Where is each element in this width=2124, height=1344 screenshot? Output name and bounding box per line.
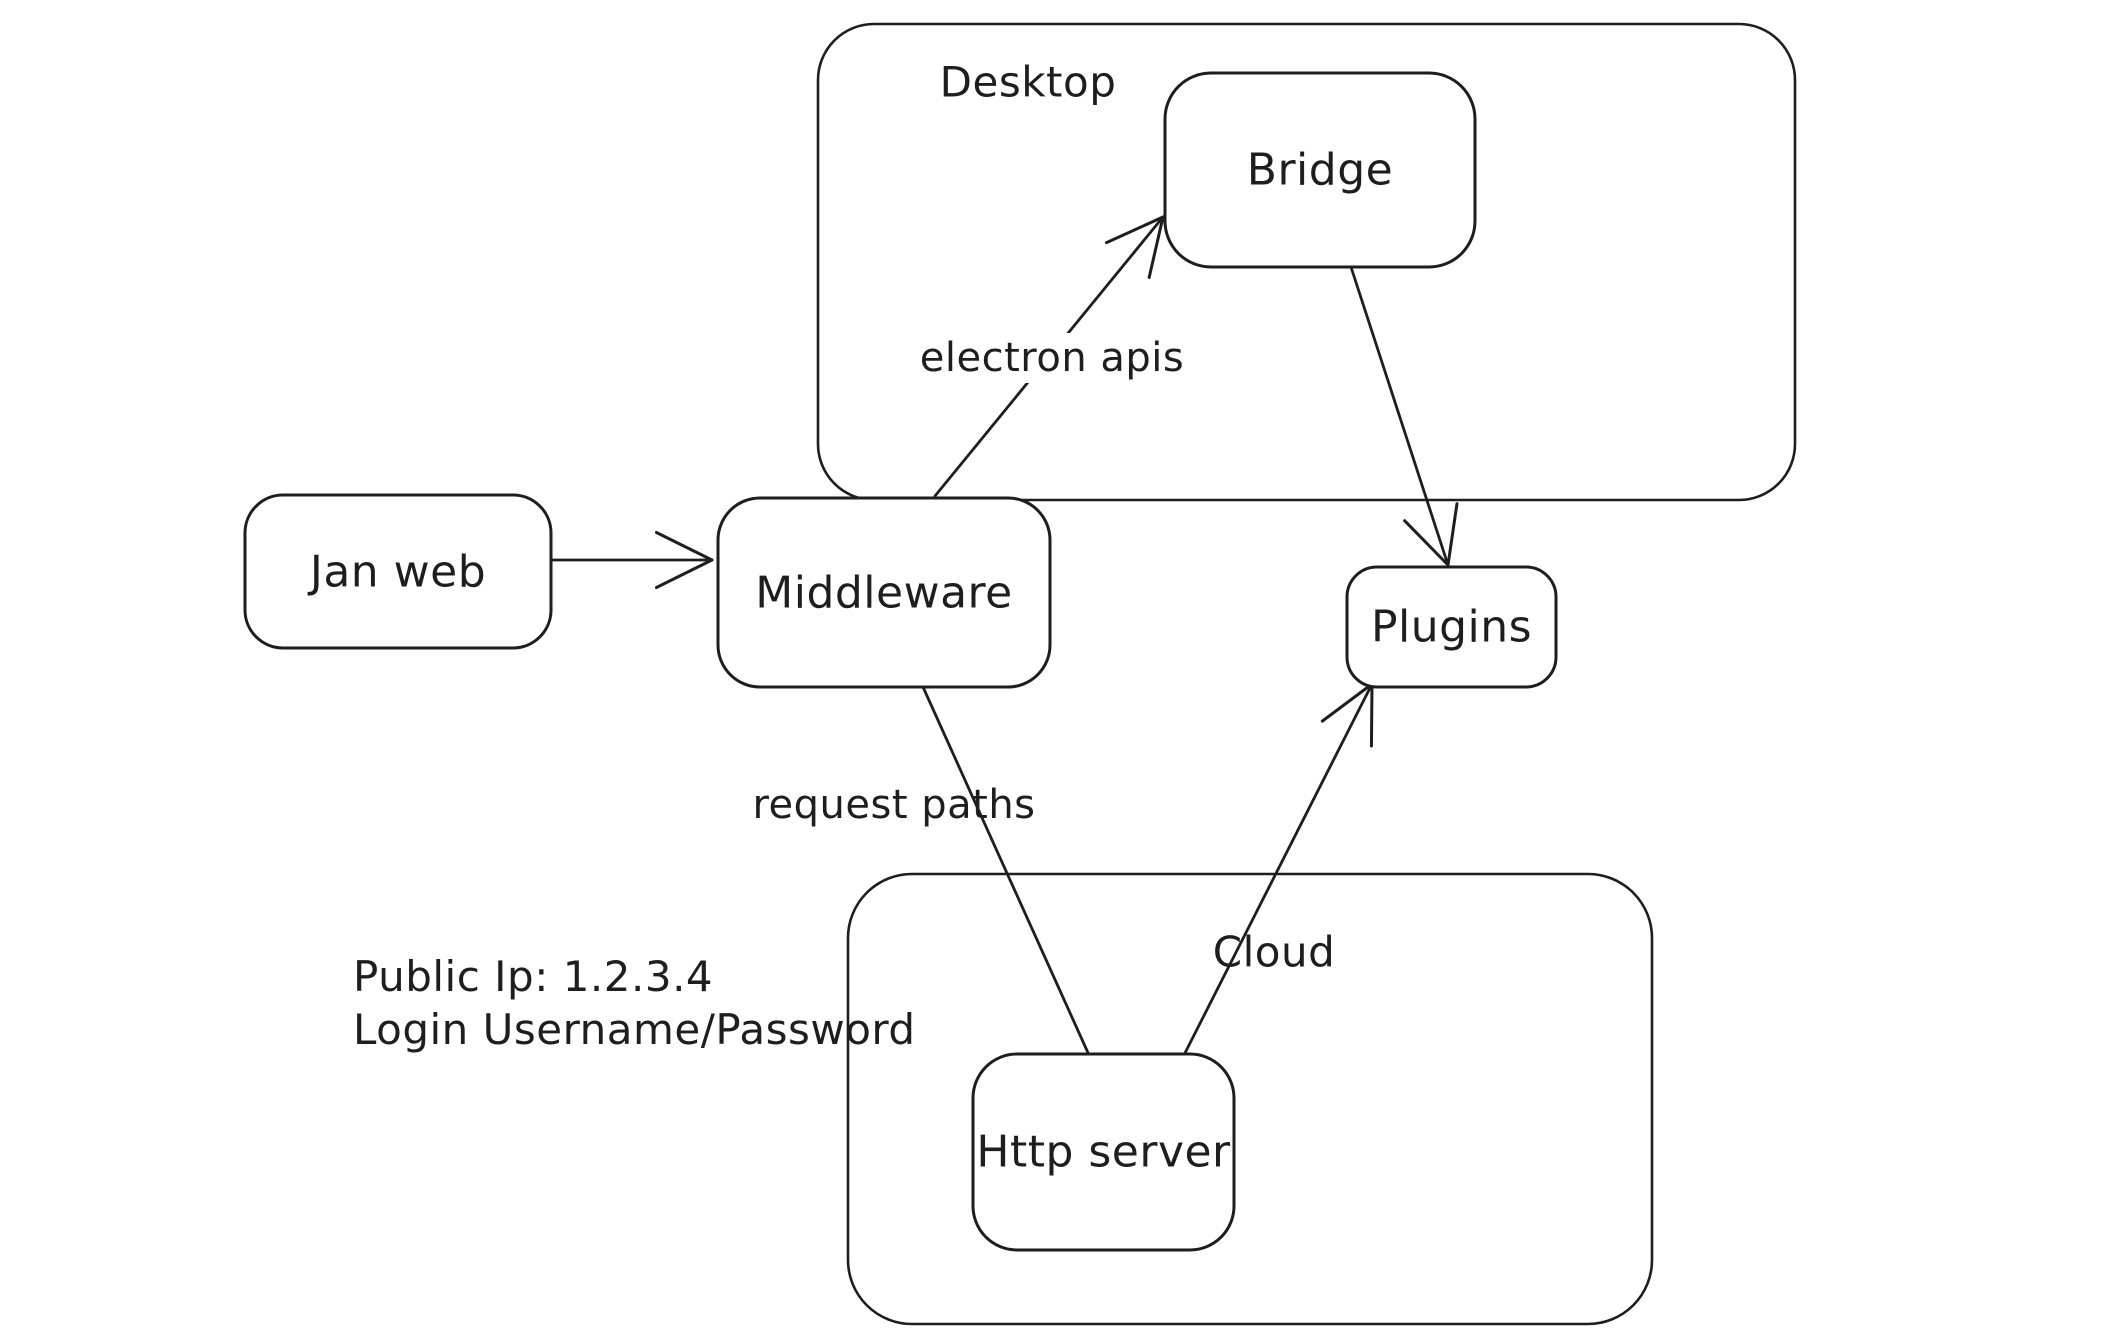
public-ip-text: Public Ip: 1.2.3.4 — [353, 952, 714, 1001]
credentials-note[interactable]: Public Ip: 1.2.3.4 Login Username/Passwo… — [353, 950, 916, 1056]
bridge-to-plugins-connector[interactable] — [1348, 262, 1450, 567]
janweb-to-middleware-arrowhead-icon — [654, 530, 714, 590]
jan-web-label[interactable]: Jan web — [309, 546, 487, 597]
plugins-label[interactable]: Plugins — [1370, 601, 1533, 653]
cloud-container-label[interactable]: Cloud — [1212, 927, 1336, 977]
login-credentials-text: Login Username/Password — [353, 1005, 916, 1054]
middleware-to-httpserver-label[interactable]: request paths — [752, 782, 1036, 828]
middleware-to-bridge-arrowhead-icon — [1105, 215, 1165, 279]
cloud-container[interactable] — [846, 872, 1654, 1326]
bridge-label[interactable]: Bridge — [1246, 144, 1394, 196]
plugins-box[interactable] — [1345, 565, 1558, 689]
httpserver-to-plugins-connector[interactable] — [1183, 682, 1374, 1055]
middleware-to-bridge-label[interactable]: electron apis — [909, 333, 1195, 383]
bridge-to-plugins-arrowhead-icon — [1403, 502, 1459, 567]
httpserver-to-plugins-arrowhead-icon — [1320, 682, 1374, 748]
http-server-box[interactable] — [971, 1052, 1236, 1252]
bridge-box[interactable] — [1163, 71, 1477, 269]
desktop-container-label[interactable]: Desktop — [939, 57, 1117, 107]
middleware-to-httpserver-connector[interactable] — [921, 685, 1091, 1057]
jan-web-box[interactable] — [243, 493, 553, 650]
middleware-label[interactable]: Middleware — [755, 567, 1013, 618]
http-server-label[interactable]: Http server — [976, 1126, 1231, 1178]
middleware-box[interactable] — [716, 496, 1052, 689]
desktop-container[interactable] — [816, 22, 1797, 502]
